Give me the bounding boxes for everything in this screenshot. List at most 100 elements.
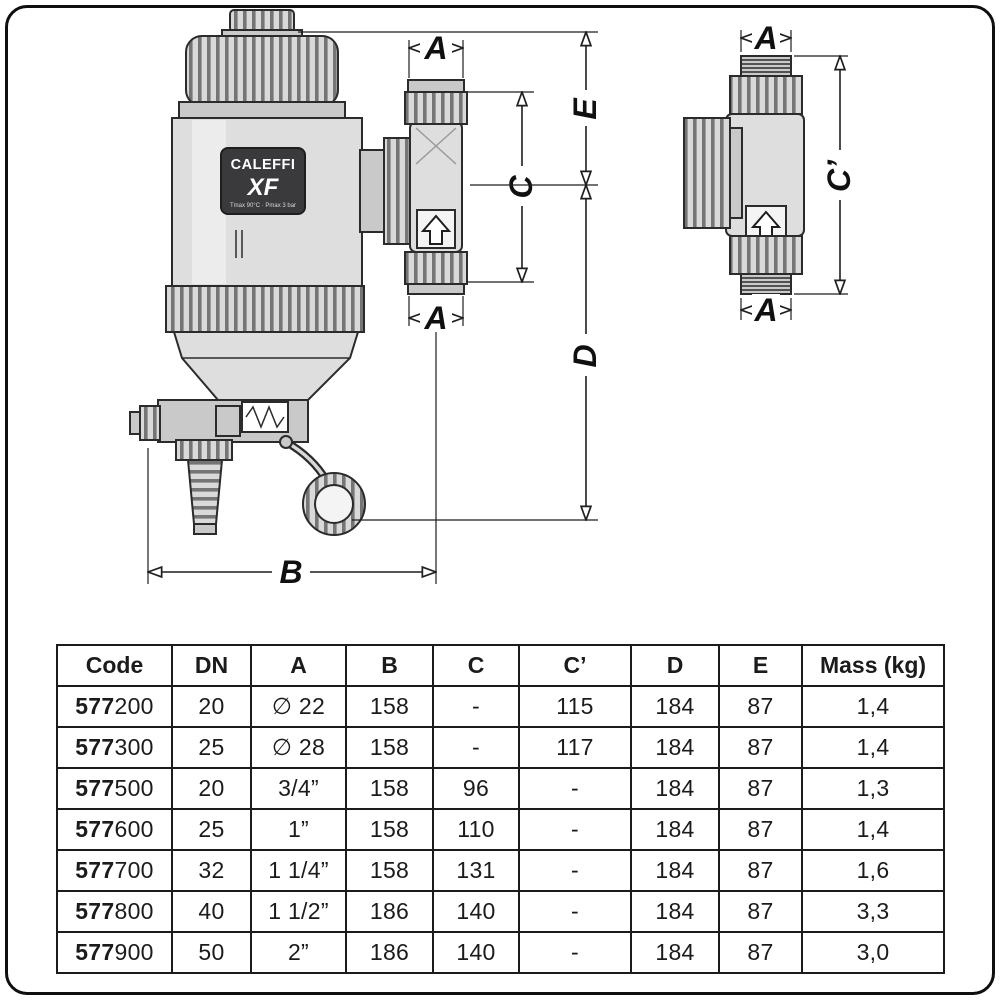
table-cell-e: 87 [718, 808, 803, 851]
table-cell-mass: 3,0 [801, 931, 945, 974]
code-cell: 577300 [56, 726, 173, 769]
table-cell-c: - [432, 726, 520, 769]
code-cell: 577800 [56, 890, 173, 933]
table-cell-b: 158 [345, 849, 434, 892]
dimension-annotations: A A C E D [148, 20, 857, 590]
table-cell-b: 158 [345, 808, 434, 851]
column-header: B [345, 644, 434, 687]
code-cell: 577900 [56, 931, 173, 974]
table-cell-c_prime: - [518, 808, 632, 851]
table-cell-c: - [432, 685, 520, 728]
table-cell-mass: 3,3 [801, 890, 945, 933]
table-cell-b: 158 [345, 767, 434, 810]
column-header: Code [56, 644, 173, 687]
table-cell-mass: 1,3 [801, 767, 945, 810]
dim-label-a-bottom-front: A [423, 300, 447, 336]
table-cell-c_prime: 115 [518, 685, 632, 728]
table-cell-d: 184 [630, 849, 720, 892]
code-cell: 577500 [56, 767, 173, 810]
table-cell-a: 1” [250, 808, 347, 851]
separator-unit-front-view: CALEFFI XF Tmax 90°C · Pmax 3 bar [165, 9, 365, 401]
valve-side-view [683, 55, 805, 295]
column-header: C’ [518, 644, 632, 687]
dim-label-c: C [503, 175, 539, 199]
table-cell-c: 140 [432, 931, 520, 974]
table-cell-e: 87 [718, 685, 803, 728]
spec-label: Tmax 90°C · Pmax 3 bar [230, 203, 296, 209]
table-cell-c_prime: - [518, 931, 632, 974]
technical-drawing: CALEFFI XF Tmax 90°C · Pmax 3 bar [129, 9, 857, 590]
code-cell: 577200 [56, 685, 173, 728]
table-cell-mass: 1,6 [801, 849, 945, 892]
table-cell-e: 87 [718, 890, 803, 933]
table-cell-dn: 25 [171, 726, 252, 769]
table-cell-a: 1 1/2” [250, 890, 347, 933]
dim-label-a-top-front: A [423, 30, 447, 66]
dim-label-d: D [567, 344, 603, 367]
column-header: E [718, 644, 803, 687]
table-cell-e: 87 [718, 849, 803, 892]
table-cell-c_prime: 117 [518, 726, 632, 769]
table-cell-d: 184 [630, 808, 720, 851]
table-cell-d: 184 [630, 890, 720, 933]
table-cell-mass: 1,4 [801, 685, 945, 728]
model-label: XF [246, 174, 280, 201]
table-cell-a: ∅ 28 [250, 726, 347, 769]
table-cell-dn: 20 [171, 685, 252, 728]
table-cell-dn: 20 [171, 767, 252, 810]
table-cell-dn: 32 [171, 849, 252, 892]
code-cell: 577700 [56, 849, 173, 892]
table-cell-a: 3/4” [250, 767, 347, 810]
table-cell-a: 1 1/4” [250, 849, 347, 892]
valve-front-view [359, 79, 468, 295]
dim-label-a-bottom-side: A [753, 292, 777, 328]
table-cell-d: 184 [630, 726, 720, 769]
table-cell-mass: 1,4 [801, 808, 945, 851]
table-cell-c_prime: - [518, 849, 632, 892]
table-cell-e: 87 [718, 931, 803, 974]
table-cell-a: 2” [250, 931, 347, 974]
code-cell: 577600 [56, 808, 173, 851]
column-header: A [250, 644, 347, 687]
column-header: C [432, 644, 520, 687]
table-cell-b: 158 [345, 726, 434, 769]
table-cell-dn: 50 [171, 931, 252, 974]
dim-label-a-top-side: A [753, 20, 777, 56]
flow-arrow-icon [420, 214, 452, 245]
table-cell-a: ∅ 22 [250, 685, 347, 728]
column-header: D [630, 644, 720, 687]
table-cell-c: 96 [432, 767, 520, 810]
column-header: DN [171, 644, 252, 687]
table-cell-d: 184 [630, 931, 720, 974]
table-cell-b: 186 [345, 890, 434, 933]
dim-label-c-prime: C’ [821, 159, 857, 192]
drain-assembly [129, 399, 366, 536]
table-cell-b: 186 [345, 931, 434, 974]
dim-label-e: E [567, 97, 603, 120]
table-cell-dn: 40 [171, 890, 252, 933]
table-cell-c: 131 [432, 849, 520, 892]
table-cell-e: 87 [718, 767, 803, 810]
table-cell-c_prime: - [518, 767, 632, 810]
table-cell-mass: 1,4 [801, 726, 945, 769]
table-cell-d: 184 [630, 685, 720, 728]
column-header: Mass (kg) [801, 644, 945, 687]
table-cell-c_prime: - [518, 890, 632, 933]
table-cell-d: 184 [630, 767, 720, 810]
table-cell-dn: 25 [171, 808, 252, 851]
table-cell-b: 158 [345, 685, 434, 728]
table-cell-c: 140 [432, 890, 520, 933]
brand-label: CALEFFI [231, 157, 296, 173]
